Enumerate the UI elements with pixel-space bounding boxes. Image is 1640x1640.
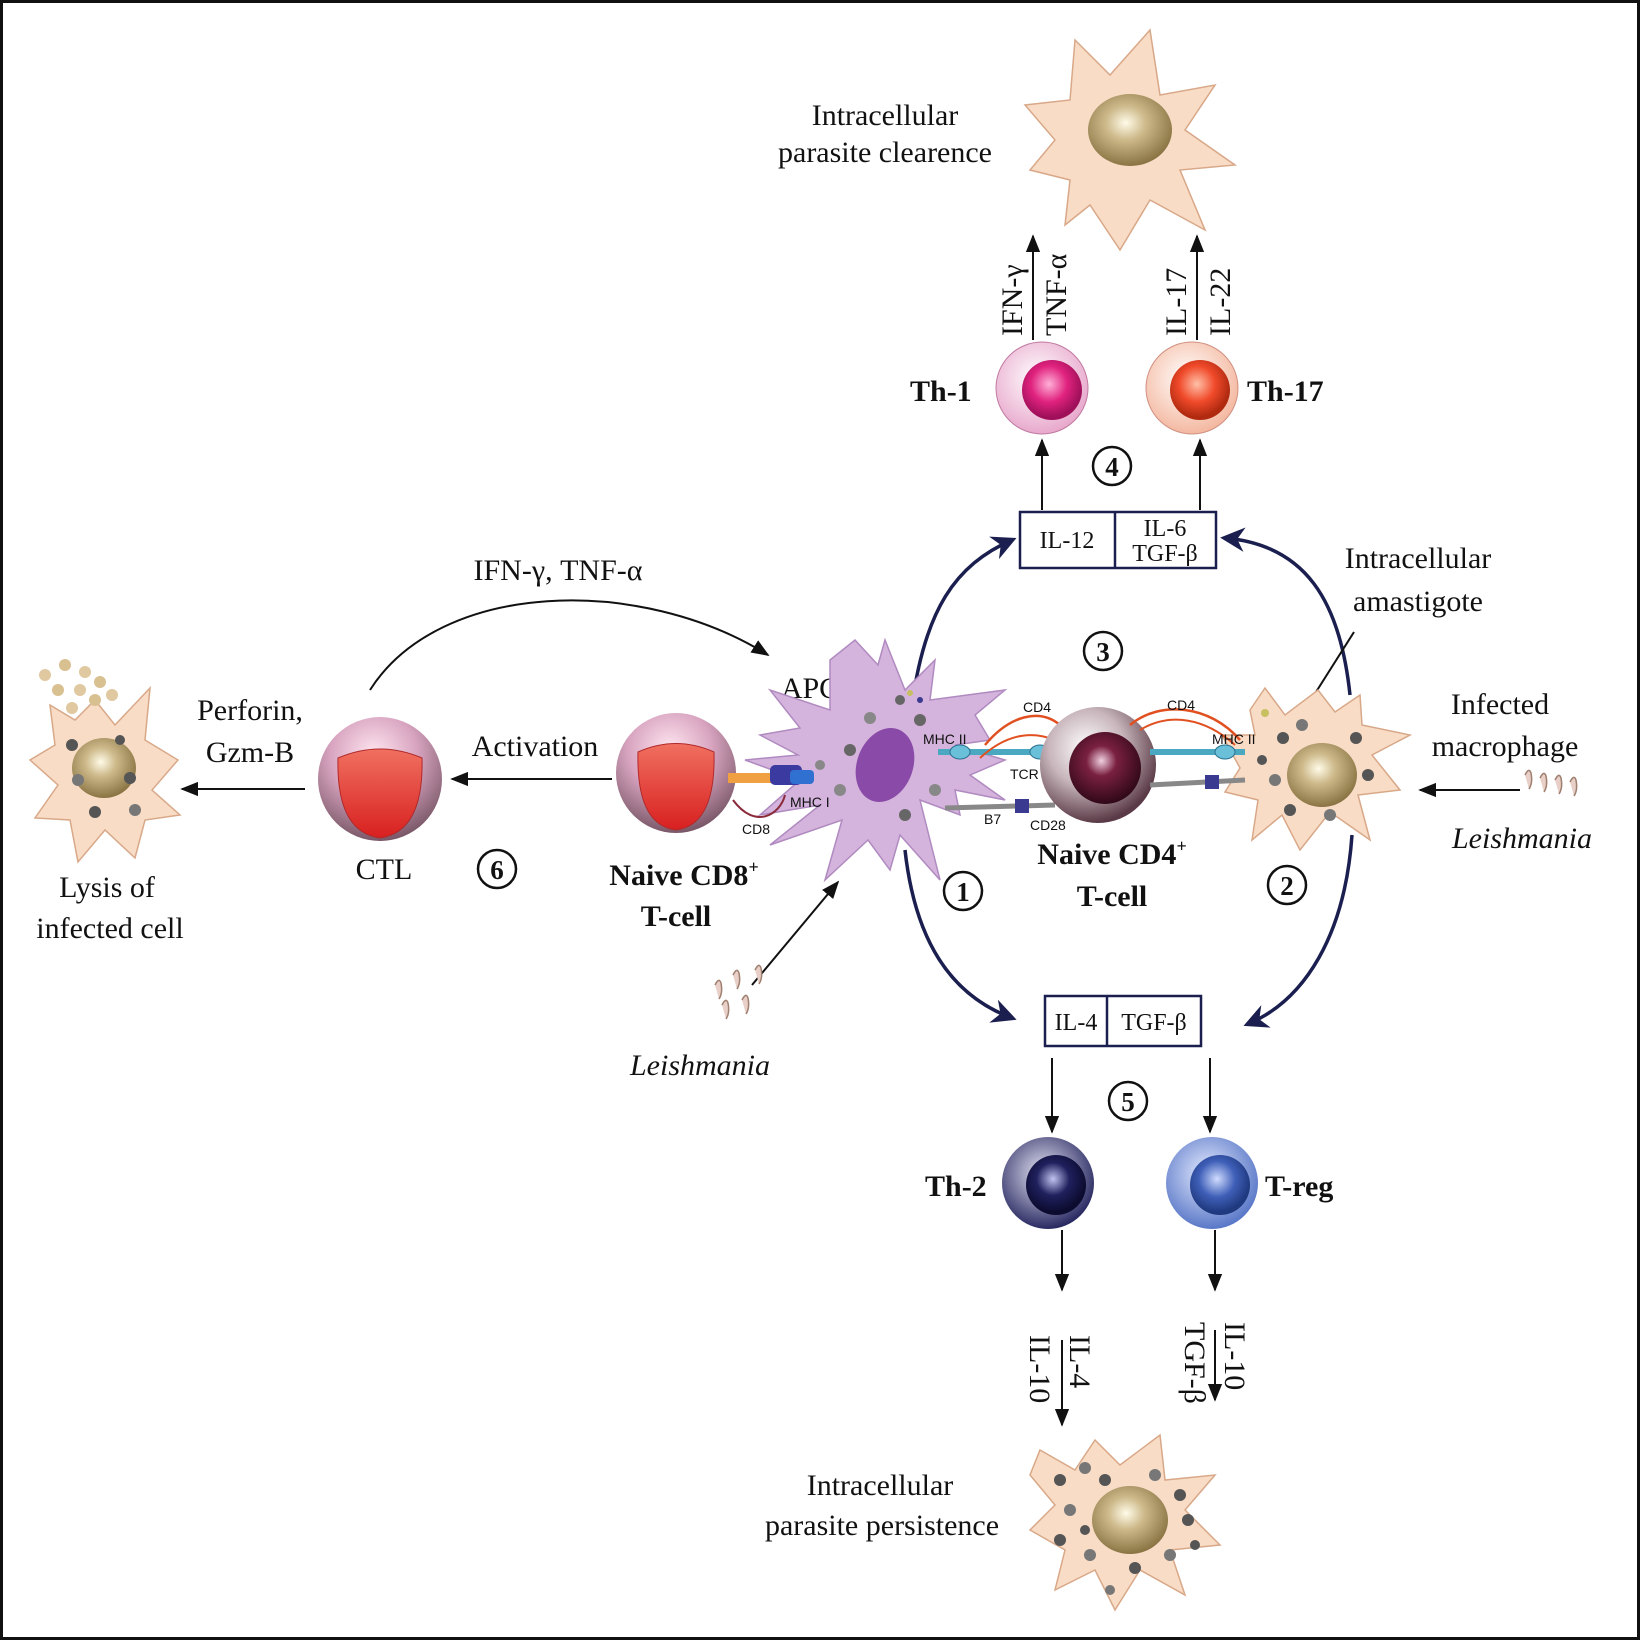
step-2-badge: 2 [1266, 864, 1308, 906]
step-3-badge: 3 [1082, 630, 1124, 672]
macrophage-to-lower-box-arrow [1243, 834, 1354, 1028]
naive-cd4-label-line1: Naive CD4+ [1037, 836, 1186, 871]
mhc1-label: MHC I [790, 794, 830, 810]
naive-cd8-label-line2: T-cell [641, 900, 712, 933]
th17-label: Th-17 [1247, 375, 1324, 408]
mhc2-left-label: MHC II [923, 731, 967, 747]
infected-macrophage [1220, 686, 1413, 852]
lysis-label-line2: infected cell [36, 912, 183, 945]
mhc1-cd8-complex [728, 765, 814, 818]
naive-cd4-cell [1040, 707, 1156, 823]
leishmania-right-label: Leishmania [1451, 822, 1592, 855]
treg-cytokine-top: IL-10 [1218, 1322, 1251, 1390]
th1-label: Th-1 [910, 375, 972, 408]
step-3-number: 3 [1096, 637, 1110, 667]
lysis-label-line1: Lysis of [59, 871, 155, 904]
upper-cytokine-box [1018, 510, 1218, 570]
step-1-number: 1 [956, 877, 970, 907]
th1-cytokine-top: IFN-γ [996, 264, 1029, 336]
th2-label: Th-2 [925, 1170, 987, 1203]
clearance-macrophage [1023, 28, 1238, 252]
step-2-number: 2 [1280, 871, 1294, 901]
leishmania-bottom-label: Leishmania [629, 1049, 770, 1082]
cd28-label: CD28 [1030, 817, 1066, 833]
naive-cd8-cell [616, 713, 736, 833]
b7-label: B7 [984, 811, 1001, 827]
lower-cytokine-box [1043, 994, 1203, 1048]
ctl-label: CTL [356, 853, 413, 886]
treg-label: T-reg [1265, 1170, 1333, 1203]
step-5-number: 5 [1121, 1087, 1135, 1117]
th2-cell [1002, 1137, 1094, 1229]
cd4-left-label: CD4 [1023, 699, 1051, 715]
treg-cytokine-bottom: TGF-β [1178, 1322, 1211, 1404]
ctl-to-apc-arrow [369, 599, 770, 691]
leishmania-right-parasites [1524, 769, 1578, 797]
tcr-label: TCR [1010, 766, 1039, 782]
th17-cytokine-top: IL-17 [1160, 268, 1193, 336]
naive-cd4-superscript: + [1176, 836, 1186, 856]
persistence-label-line2: parasite persistence [765, 1509, 999, 1542]
apc-cell [744, 637, 1008, 883]
treg-cell [1166, 1137, 1258, 1229]
activation-label: Activation [472, 730, 599, 763]
naive-cd8-label-text: Naive CD8 [609, 859, 748, 892]
cd4-right-label: CD4 [1167, 697, 1195, 713]
leishmania-bottom-arrow [751, 880, 840, 986]
naive-cd8-label-line1: Naive CD8+ [609, 857, 758, 892]
naive-cd4-label-text: Naive CD4 [1037, 838, 1176, 871]
step-4-badge: 4 [1091, 445, 1133, 487]
box-il4: IL-4 [1055, 1010, 1098, 1036]
infected-macrophage-line2: macrophage [1432, 730, 1579, 763]
lysed-cell [28, 659, 182, 864]
box-il6: IL-6 [1144, 516, 1187, 542]
step-4-number: 4 [1105, 452, 1119, 482]
th2-cytokine-top: IL-4 [1063, 1335, 1096, 1388]
cd8-label: CD8 [742, 821, 770, 837]
ctl-to-apc-cytokines: IFN-γ, TNF-α [474, 554, 643, 587]
th17-cytokine-bottom: IL-22 [1204, 268, 1237, 336]
naive-cd4-label-line2: T-cell [1077, 880, 1148, 913]
leishmania-bottom-parasites [714, 964, 763, 1020]
th1-cell [995, 341, 1089, 435]
box-tgfb-upper: TGF-β [1132, 541, 1198, 567]
step-6-badge: 6 [476, 848, 518, 890]
ctl-cell [318, 717, 442, 841]
th1-cytokine-bottom: TNF-α [1040, 253, 1073, 336]
apc-to-lower-box-arrow [903, 849, 1017, 1023]
infected-macrophage-line1: Infected [1451, 688, 1549, 721]
box-tgfb-lower: TGF-β [1121, 1010, 1187, 1036]
persistence-macrophage [1028, 1433, 1222, 1612]
amastigote-label-line2: amastigote [1353, 585, 1483, 618]
box-il12: IL-12 [1040, 528, 1095, 554]
th17-cell [1145, 341, 1239, 435]
step-1-badge: 1 [942, 870, 984, 912]
apc-to-upper-box-arrow [910, 536, 1017, 706]
clearance-label-line1: Intracellular [812, 99, 959, 132]
clearance-label-line2: parasite clearence [778, 136, 992, 169]
step-5-badge: 5 [1107, 1080, 1149, 1122]
perforin-label-line2: Gzm-B [206, 736, 294, 769]
step-6-number: 6 [490, 855, 504, 885]
persistence-label-line1: Intracellular [807, 1469, 954, 1502]
mhc2-right-label: MHC II [1212, 731, 1256, 747]
b7-cd28-complex [944, 799, 1056, 813]
macrophage-to-upper-box-arrow [1220, 527, 1352, 696]
perforin-label-line1: Perforin, [197, 694, 303, 727]
naive-cd8-superscript: + [748, 857, 758, 877]
tcr-mhc2-right-complex [1129, 708, 1246, 789]
th2-cytokine-bottom: IL-10 [1023, 1335, 1056, 1403]
amastigote-label-line1: Intracellular [1345, 542, 1492, 575]
